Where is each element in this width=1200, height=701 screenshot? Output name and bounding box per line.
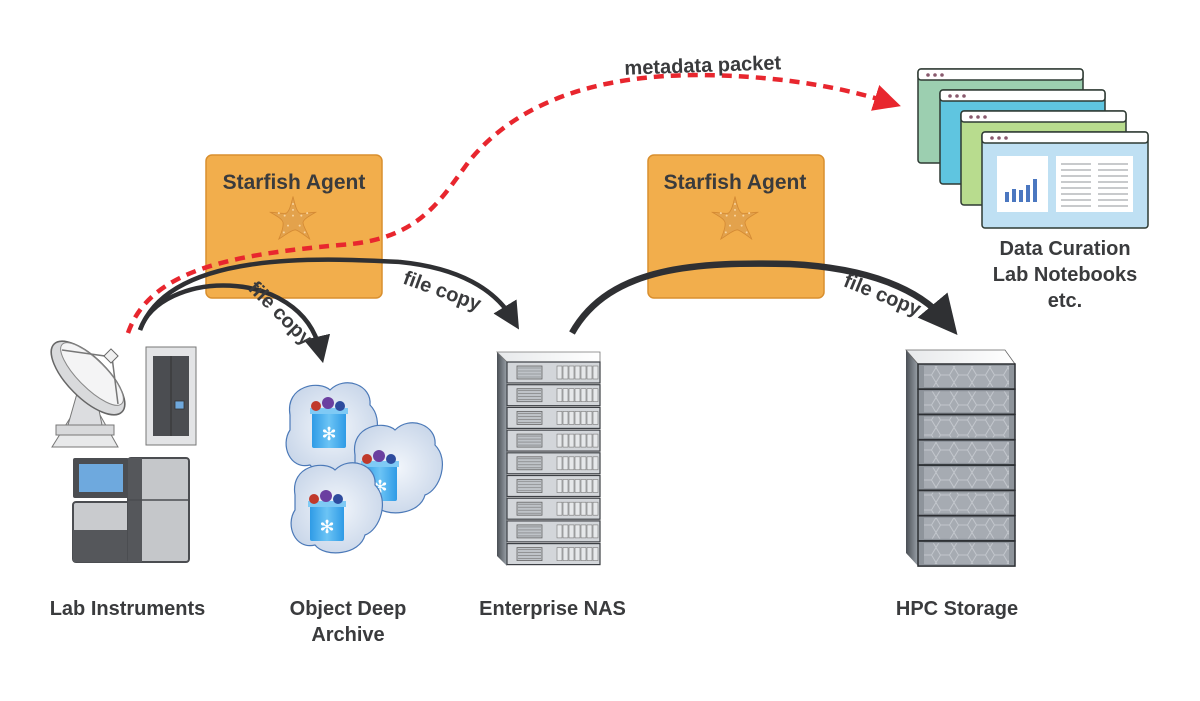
lab-analyzer-icon <box>72 457 190 563</box>
hpc-drive-unit <box>917 515 1016 542</box>
text-lines-icon <box>1061 163 1128 207</box>
hpc-drive-unit <box>917 413 1016 441</box>
lab-instruments-group <box>50 340 197 563</box>
file-copy-arrow-nas <box>137 257 520 331</box>
hpc-drive-unit <box>917 464 1016 491</box>
hpc-drive-unit <box>917 489 1016 517</box>
satellite-dish-icon <box>50 340 126 448</box>
nas-drive-unit <box>506 497 601 520</box>
file-copy-label: file copy <box>400 267 485 316</box>
starfish-agent-2: Starfish Agent <box>647 154 825 299</box>
svg-text:✻: ✻ <box>319 517 334 537</box>
hpc-drive-unit <box>917 540 1016 567</box>
lab-instruments-label: Lab Instruments <box>49 598 206 620</box>
metadata-arrow <box>125 72 901 334</box>
window-stack-item <box>981 131 1149 229</box>
metadata-label: metadata packet <box>624 52 782 79</box>
nas-drive-unit <box>506 406 601 429</box>
nas-drive-unit <box>506 520 601 543</box>
freezer-cabinet-icon <box>145 346 197 446</box>
hpc-storage-icon <box>905 349 1016 567</box>
agent-label: Starfish Agent <box>223 171 366 194</box>
archive-bucket-icon: ✻ <box>290 462 384 554</box>
nas-drive-unit <box>506 361 601 384</box>
nas-drive-unit <box>506 384 601 407</box>
label-line: Object Deep <box>289 598 407 620</box>
label-line: etc. <box>1047 290 1083 312</box>
hpc-drive-unit <box>917 388 1016 416</box>
bar-chart-icon <box>1005 179 1037 202</box>
object-deep-archive-group: ✻ ✻ ✻ <box>285 382 444 554</box>
enterprise-nas-label: Enterprise NAS <box>479 598 626 620</box>
hpc-drive-unit <box>917 439 1016 466</box>
hpc-storage-label: HPC Storage <box>895 598 1019 620</box>
file-copy-arrow-hpc <box>569 260 958 335</box>
object-deep-archive-label: Object Deep Archive <box>258 596 438 648</box>
svg-text:✻: ✻ <box>321 424 336 444</box>
hpc-drive-unit <box>917 363 1016 390</box>
starfish-agent-1: Starfish Agent <box>205 154 383 299</box>
data-curation-windows-icon <box>917 68 1149 229</box>
nas-drive-unit <box>506 429 601 452</box>
label-line: Archive <box>311 624 385 646</box>
data-curation-label: Data Curation Lab Notebooks etc. <box>965 236 1165 314</box>
agent-label: Starfish Agent <box>664 171 807 194</box>
nas-drive-unit <box>506 474 601 498</box>
nas-drive-unit <box>506 452 601 475</box>
nas-drive-unit <box>506 542 601 566</box>
label-line: Data Curation <box>999 238 1131 260</box>
enterprise-nas-icon <box>496 351 601 566</box>
label-line: Lab Notebooks <box>992 264 1138 286</box>
